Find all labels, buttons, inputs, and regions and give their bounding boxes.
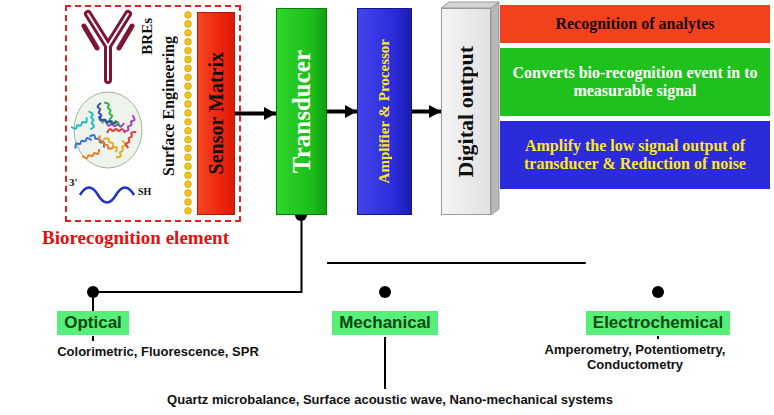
- leader-line: [384, 337, 386, 389]
- method-list: Colorimetric, Fluorescence, SPR: [28, 344, 288, 359]
- protein-helix: [71, 117, 88, 130]
- leader-line: [657, 336, 659, 339]
- surface-dot: [185, 92, 192, 99]
- surface-dot: [185, 83, 192, 90]
- node-label: Mechanical: [339, 312, 431, 334]
- surface-dot: [185, 190, 192, 197]
- junction-dot: [652, 286, 664, 298]
- flow-arrow: [412, 110, 441, 114]
- category-tag: Electrochemical: [586, 311, 730, 335]
- surface-dot: [185, 29, 192, 36]
- protein-body: [74, 92, 142, 168]
- antibody-icon: [84, 14, 132, 80]
- description-box: Converts bio-recognition event in to mea…: [500, 48, 770, 116]
- region-heading: Biorecognition element: [42, 227, 229, 249]
- surface-dot: [185, 154, 192, 161]
- protein-helix: [123, 115, 136, 132]
- surface-dot: [185, 163, 192, 170]
- node-label: Electrochemical: [593, 312, 723, 334]
- flow-arrow: [235, 112, 276, 116]
- protein-helix: [107, 129, 125, 133]
- protein-helix: [82, 149, 100, 159]
- surface-dot: [185, 136, 192, 143]
- description-box: Recognition of analytes: [500, 5, 770, 43]
- node-label: Amplify the low signal output of transdu…: [508, 137, 762, 174]
- surface-dot: [185, 199, 192, 206]
- dna-strand: [80, 188, 134, 203]
- method-list: Amperometry, Potentiometry, Conductometr…: [500, 342, 770, 372]
- surface-dots: [185, 12, 192, 215]
- surface-dot: [185, 127, 192, 134]
- node-label: Converts bio-recognition event in to mea…: [508, 64, 762, 101]
- category-tag: Mechanical: [332, 311, 438, 335]
- antibody-light-chain: [84, 26, 132, 48]
- protein-helix: [104, 101, 113, 119]
- method-list: Quartz microbalance, Surface acoustic wa…: [60, 392, 720, 407]
- amplifier-box: Amplifier & Processor: [357, 8, 412, 215]
- description-box: Amplify the low signal output of transdu…: [500, 121, 770, 189]
- protein-helix: [125, 130, 136, 148]
- flow-arrow: [327, 110, 357, 114]
- output-box: Digital output: [441, 8, 491, 215]
- branch-line: [327, 262, 586, 264]
- node-label: Sensor Matrix: [205, 52, 228, 174]
- junction-dot: [87, 286, 99, 298]
- category-tag: Optical: [57, 311, 129, 335]
- sensor-matrix-box: Sensor Matrix: [197, 12, 235, 215]
- surface-dot: [185, 65, 192, 72]
- protein-helix: [104, 136, 119, 152]
- surface-dot: [185, 101, 192, 108]
- node-label: Digital output: [453, 46, 479, 177]
- transducer-box: Transducer: [276, 8, 327, 215]
- illustration-label: BREs: [139, 18, 156, 55]
- protein-icon: [71, 92, 142, 168]
- box-side-face: [491, 2, 499, 215]
- surface-dot: [185, 207, 192, 214]
- illustration-label: Surface Engineering: [160, 36, 178, 176]
- protein-helix: [74, 137, 92, 149]
- surface-dot: [185, 56, 192, 63]
- surface-dot: [185, 181, 192, 188]
- protein-helix: [89, 111, 95, 129]
- illustration-label: 3': [69, 176, 78, 188]
- surface-dot: [185, 145, 192, 152]
- surface-dot: [185, 21, 192, 28]
- leader-line: [92, 336, 94, 341]
- junction-dot: [379, 286, 391, 298]
- surface-dot: [185, 172, 192, 179]
- node-label: Transducer: [288, 50, 316, 173]
- illustration-label: SH: [138, 186, 151, 197]
- protein-helix: [98, 116, 116, 125]
- surface-dot: [185, 47, 192, 54]
- surface-dot: [185, 74, 192, 81]
- node-label: Recognition of analytes: [555, 15, 714, 33]
- protein-helix: [97, 103, 104, 121]
- surface-dot: [185, 118, 192, 125]
- node-label: Optical: [64, 312, 122, 334]
- surface-dot: [185, 38, 192, 45]
- node-label: Amplifier & Processor: [376, 39, 393, 183]
- surface-dot: [185, 12, 192, 19]
- surface-dot: [185, 110, 192, 117]
